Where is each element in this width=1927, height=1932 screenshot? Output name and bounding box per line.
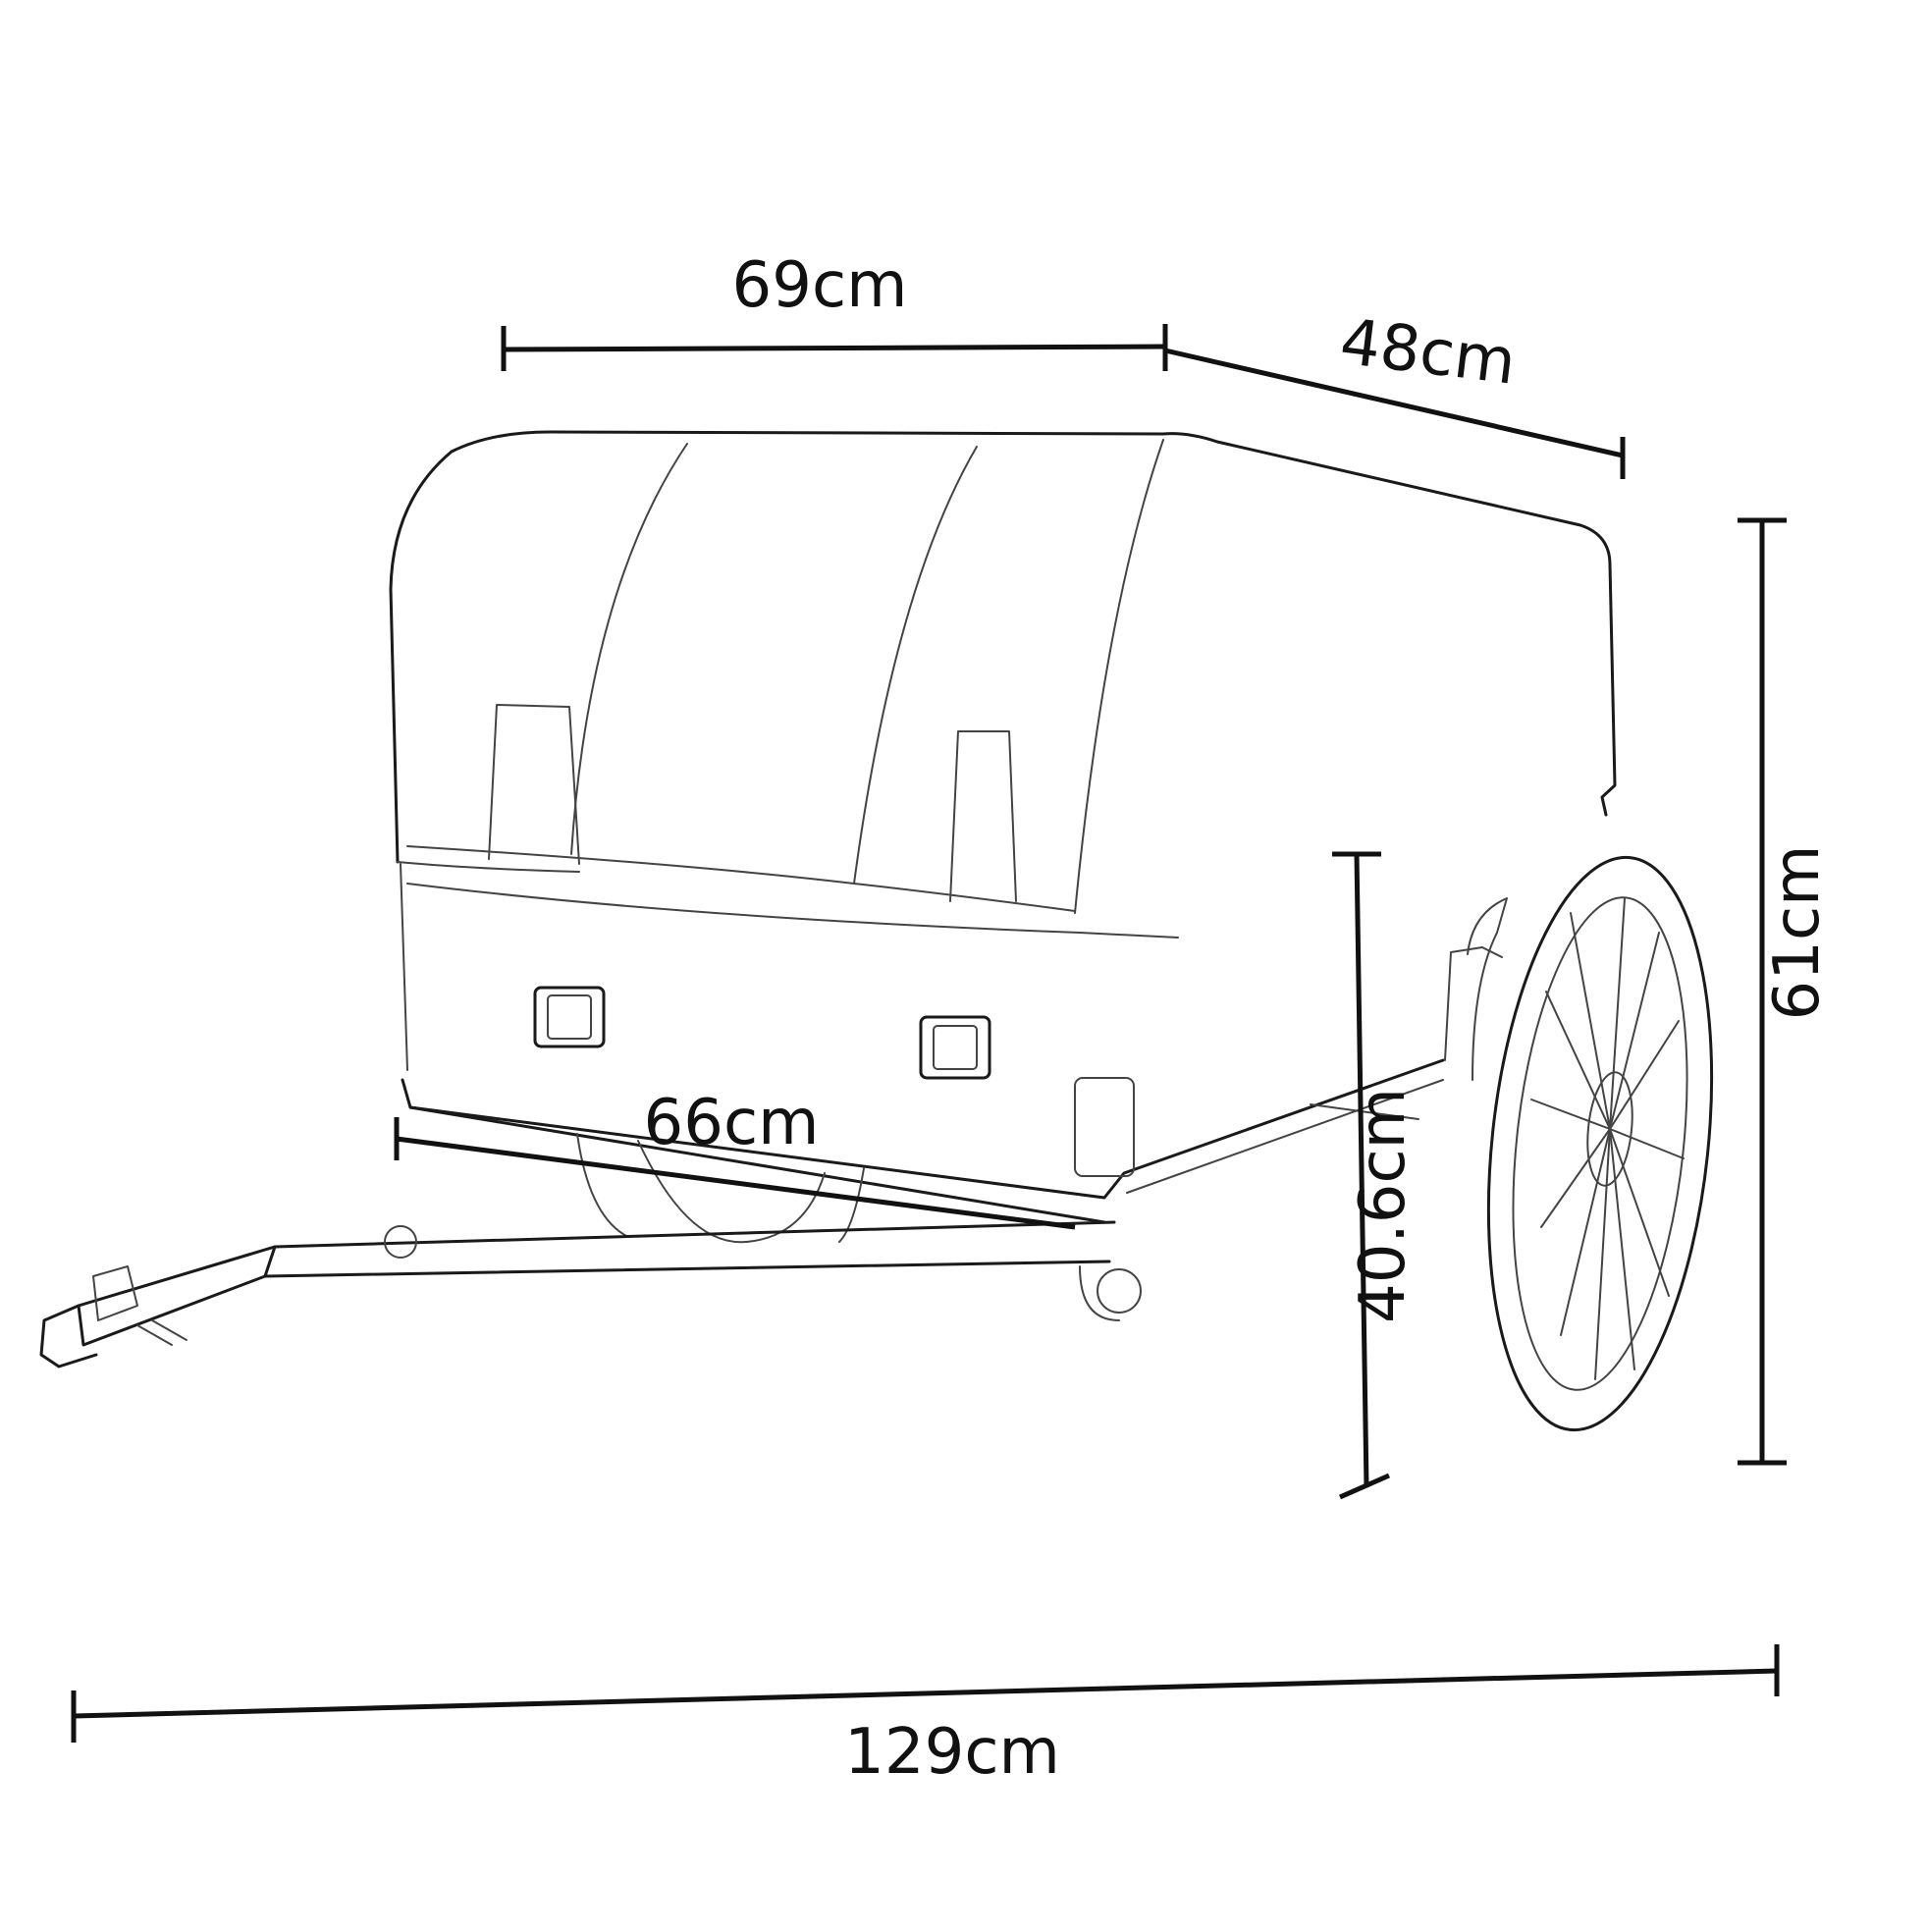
tow-arm [39,1220,1142,1368]
dimension-wheel-height: 40.6cm [1332,851,1419,1500]
cargo-box [389,430,1617,1080]
overall-length-label: 129cm [844,1716,1060,1789]
rear-wheel [1467,855,1714,1432]
dimension-box-length: 69cm [501,249,1168,371]
wheel-height-label: 40.6cm [1347,1088,1419,1323]
dimension-overall-height: 61cm [1738,517,1834,1466]
dimension-axle-width: 66cm [394,1087,1076,1230]
overall-height-label: 61cm [1761,845,1834,1021]
box-width-label: 48cm [1336,306,1520,400]
dimension-overall-length: 129cm [71,1644,1780,1789]
trailer-drawing [39,430,1714,1432]
axle-width-label: 66cm [644,1087,820,1159]
trailer-frame [401,946,1503,1224]
dimension-box-width: 48cm [1164,306,1626,479]
box-length-label: 69cm [732,249,908,322]
hidden-wheel [576,1133,865,1244]
